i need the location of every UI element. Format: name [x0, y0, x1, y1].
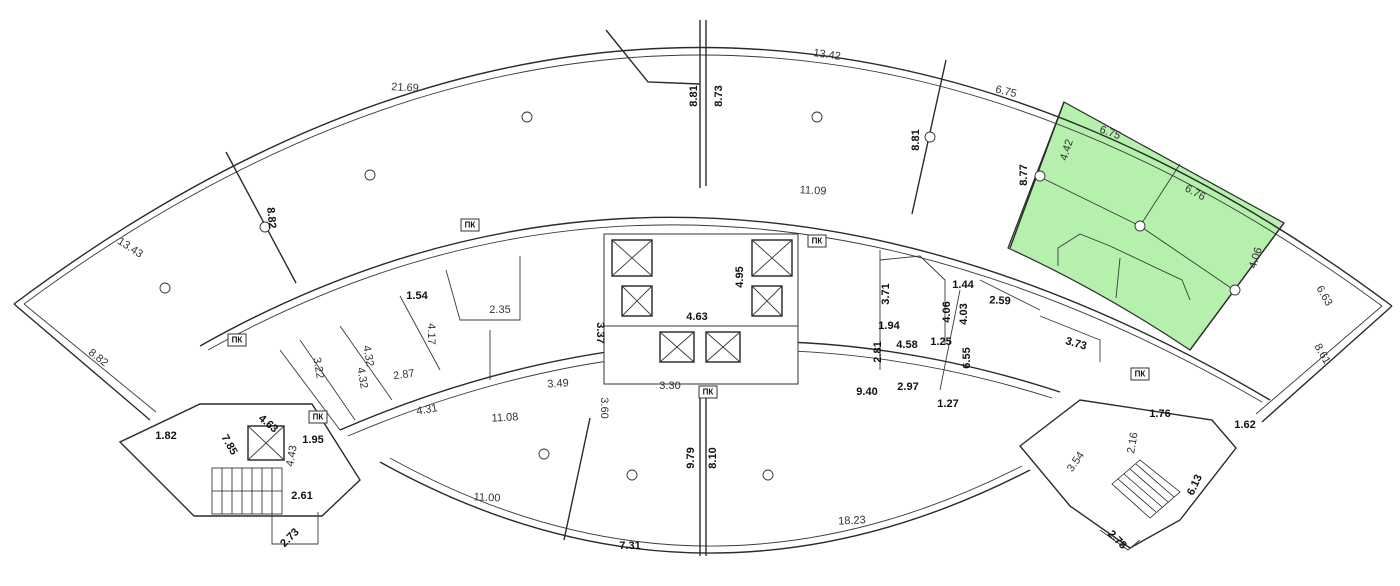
dimension-label: 4.58 — [896, 339, 917, 351]
dimension-label: 3.37 — [594, 322, 606, 343]
dimension-label: 3.60 — [598, 397, 610, 418]
dimension-label: 1.54 — [406, 290, 428, 302]
dimension-label: 2.97 — [897, 381, 918, 393]
dimension-label: 3.30 — [659, 380, 680, 392]
dimension-label: 8.82 — [86, 347, 110, 370]
dimension-label: 13.43 — [115, 235, 145, 260]
dimension-label: 8.82 — [264, 207, 278, 229]
dimension-label: 4.17 — [425, 323, 437, 344]
dimension-label: 1.44 — [952, 279, 974, 291]
hydrant-tag-label: ПК — [1135, 370, 1146, 379]
hydrant-tag-label: ПК — [232, 336, 243, 345]
dimension-label: 1.82 — [155, 430, 176, 442]
left-stair-wing — [118, 403, 361, 545]
right-stair-wing — [1018, 399, 1237, 551]
dimension-label: 4.95 — [734, 266, 746, 287]
hydrant-tag: ПК — [698, 385, 718, 399]
dimension-label: 11.00 — [473, 491, 500, 504]
highlighted-unit[interactable] — [1007, 101, 1285, 351]
dimension-label: 6.75 — [994, 84, 1018, 101]
dimension-label: 11.09 — [799, 184, 826, 197]
hydrant-tag: ПК — [227, 333, 247, 347]
fire-hydrant-tags: ПК ПК ПК ПК ПК ПК — [227, 218, 1150, 424]
lift-4 — [751, 285, 783, 317]
dimension-label: 11.08 — [491, 411, 518, 424]
dimension-label: 8.77 — [1018, 164, 1030, 185]
dimension-label: 7.31 — [619, 540, 640, 552]
lift-1 — [611, 239, 653, 277]
dimension-label: 6.55 — [961, 347, 973, 368]
lift-3 — [621, 285, 653, 317]
dimension-label: 4.31 — [415, 402, 438, 418]
dimension-label: 18.23 — [838, 514, 866, 527]
dimension-label: 1.25 — [930, 336, 951, 348]
dimension-label: 1.76 — [1149, 408, 1170, 420]
dimension-label: 3.54 — [1065, 450, 1087, 474]
hydrant-tag-label: ПК — [703, 388, 714, 397]
dimension-label: 6.13 — [1185, 473, 1205, 497]
dimension-label: 3.71 — [880, 283, 892, 304]
dimension-label: 4.06 — [941, 301, 953, 322]
hydrant-tag: ПК — [1130, 367, 1150, 381]
dimension-label: 8.81 — [910, 129, 922, 150]
lift-2 — [751, 239, 793, 277]
dimension-label: 1.95 — [302, 434, 323, 446]
hydrant-tag: ПК — [807, 234, 827, 248]
dimension-label: 1.94 — [878, 320, 900, 332]
dimension-label: 8.73 — [713, 85, 725, 106]
stair-right — [1111, 459, 1181, 519]
dimension-label: 2.73 — [278, 526, 302, 550]
dimension-label: 1.62 — [1234, 419, 1255, 431]
lift-5 — [659, 331, 695, 363]
dimension-label: 2.87 — [393, 367, 416, 382]
outer-facade — [13, 46, 1393, 307]
hydrant-tag: ПК — [308, 410, 328, 424]
hydrant-tag-label: ПК — [812, 237, 823, 246]
dimension-label: 1.27 — [937, 398, 958, 410]
lift-6 — [705, 331, 741, 363]
hydrant-tag-label: ПК — [313, 413, 324, 422]
dimension-label: 3.49 — [547, 377, 569, 390]
dimension-label: 8.81 — [688, 85, 700, 106]
dimension-label: 8.10 — [707, 447, 719, 468]
inner-facade — [379, 457, 1031, 554]
dimension-label: 4.43 — [284, 444, 300, 467]
dimension-label: 4.32 — [354, 366, 370, 389]
end-walls — [13, 303, 1393, 423]
dimension-label: 3.73 — [1064, 335, 1088, 352]
dimension-label: 6.63 — [1314, 284, 1335, 309]
stair-left — [211, 467, 283, 515]
dimension-label: 7.85 — [219, 433, 240, 458]
dimension-label: 3.22 — [310, 356, 326, 379]
central-core[interactable] — [603, 233, 799, 385]
dimension-label: 2.59 — [989, 294, 1011, 307]
dimension-label: 2.81 — [872, 341, 884, 362]
dimension-label: 4.63 — [686, 311, 707, 323]
hydrant-tag-label: ПК — [465, 221, 476, 230]
hydrant-tag: ПК — [460, 218, 480, 232]
dimension-label: 13.42 — [813, 47, 842, 63]
dimension-label: 21.69 — [391, 81, 419, 94]
dimension-label: 2.16 — [1125, 431, 1141, 454]
dimension-label: 2.35 — [489, 304, 510, 316]
dimension-label: 9.79 — [685, 447, 697, 468]
columns — [159, 111, 1241, 481]
dimension-label: 4.32 — [360, 344, 376, 367]
dimension-label: 4.03 — [958, 303, 970, 324]
dimension-label: 2.61 — [291, 490, 312, 502]
dimension-label: 9.40 — [856, 386, 877, 398]
